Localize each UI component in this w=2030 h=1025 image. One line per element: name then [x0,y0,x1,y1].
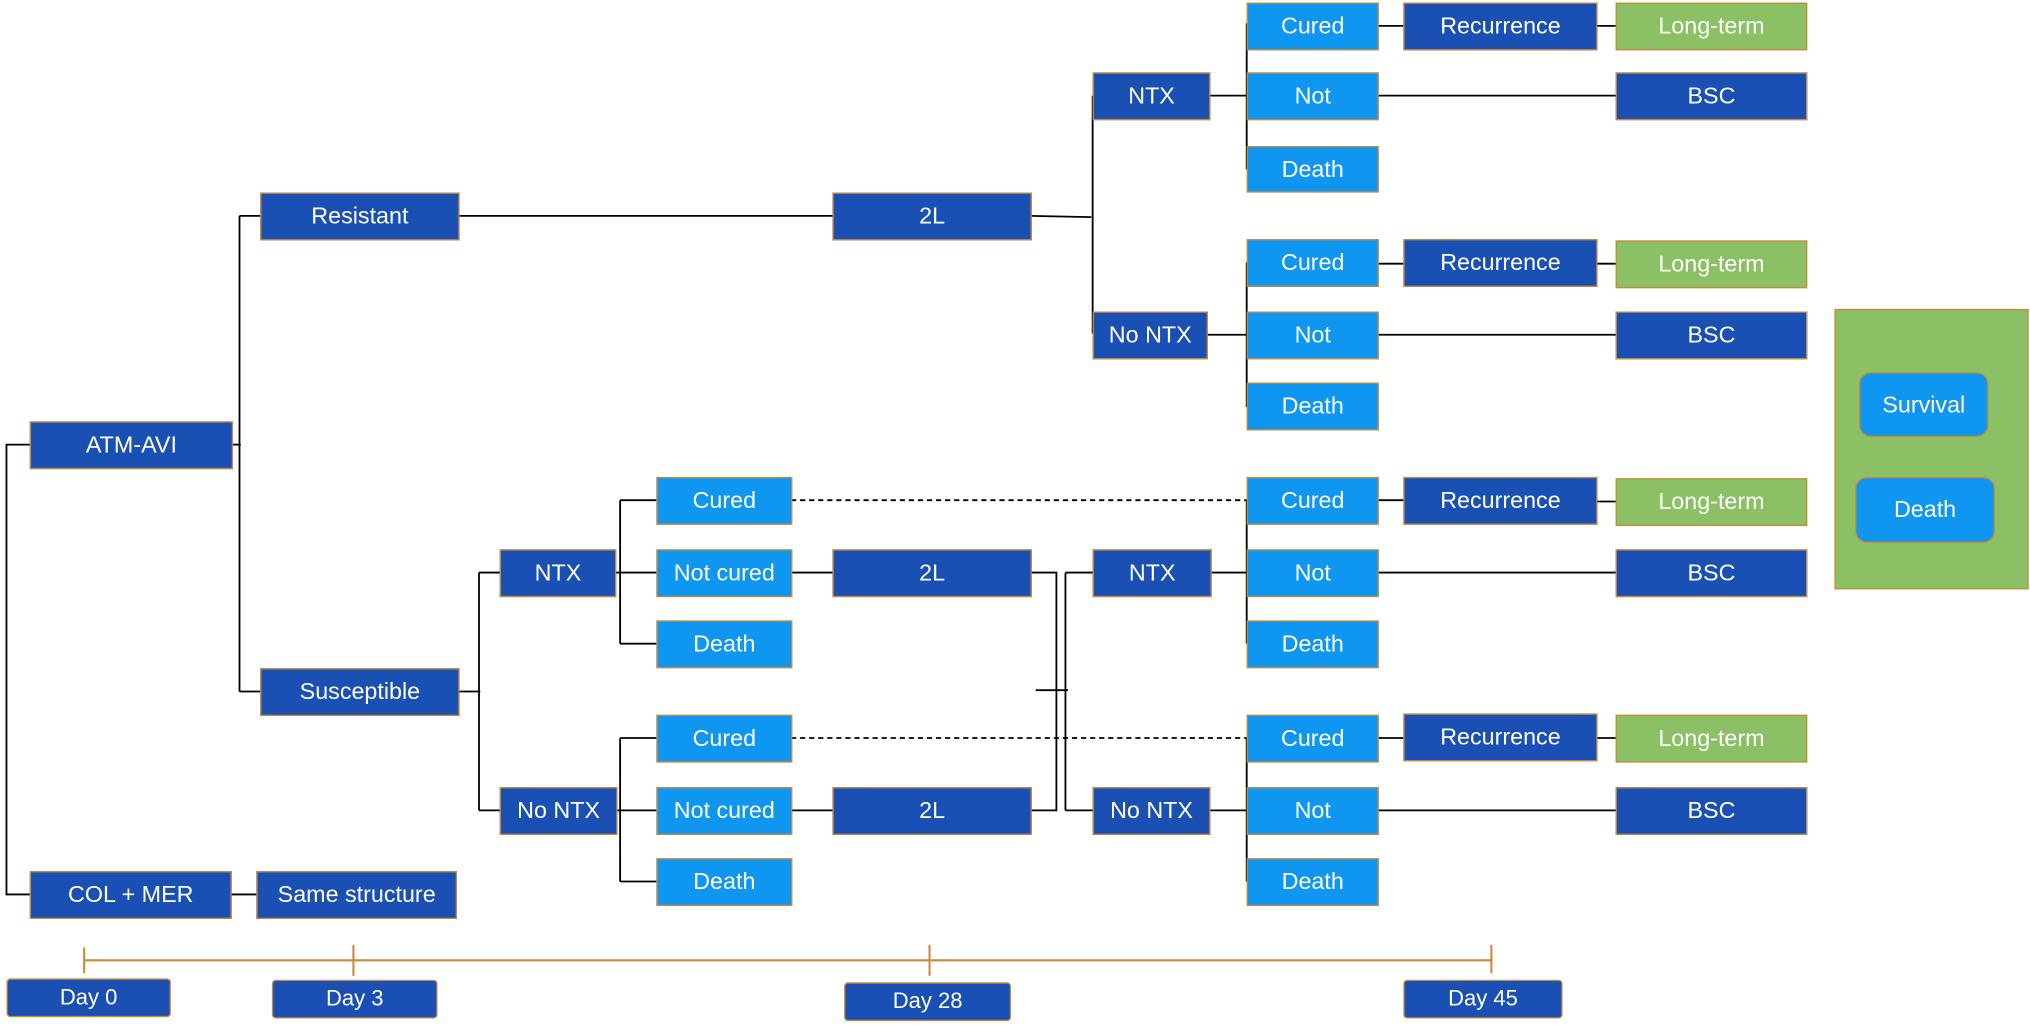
susceptible-ntx-not-cured-node: Not cured [656,549,793,598]
resistant-ntx-node: NTX [1092,72,1211,121]
second-line-ntx-not-node: Not [1246,549,1379,598]
second-line-ntx-cured-node: Cured [1246,476,1379,525]
resistant-2l-node: 2L [832,192,1032,241]
resistant-ntx-death-node: Death [1246,146,1379,193]
second-line-no-ntx-death-node: Death [1246,858,1379,907]
second-line-no-ntx-node: No NTX [1092,787,1211,835]
second-line-ntx-recurrence-node: Recurrence [1403,476,1598,525]
day-45-label: Day 45 [1403,979,1563,1019]
susceptible-no-ntx-death-node: Death [656,858,793,907]
same-structure-node: Same structure [256,871,457,919]
susceptible-ntx-death-node: Death [656,620,793,669]
second-line-ntx-long-term-node: Long-term [1615,478,1808,527]
second-line-ntx-death-node: Death [1246,620,1379,669]
susceptible-no-ntx-2l-node: 2L [832,787,1032,835]
resistant-no-ntx-recurrence-node: Recurrence [1403,239,1598,287]
resistant-no-ntx-bsc-node: BSC [1615,311,1808,360]
atm-avi-node: ATM-AVI [29,421,234,470]
resistant-ntx-bsc-node: BSC [1615,72,1808,121]
susceptible-ntx-2l-node: 2L [832,549,1032,598]
markov-survival-state: Survival [1859,372,1989,437]
resistant-node: Resistant [260,192,460,241]
susceptible-no-ntx-cured-node: Cured [656,714,793,763]
col-mer-node: COL + MER [29,871,232,919]
resistant-ntx-long-term-node: Long-term [1615,2,1808,51]
second-line-no-ntx-not-node: Not [1246,787,1379,835]
markov-model-panel [1834,308,2029,590]
second-line-no-ntx-recurrence-node: Recurrence [1403,713,1598,762]
resistant-no-ntx-not-node: Not [1246,311,1379,360]
day-0-label: Day 0 [6,978,171,1018]
day-28-label: Day 28 [844,982,1012,1022]
resistant-ntx-recurrence-node: Recurrence [1403,2,1598,51]
resistant-no-ntx-long-term-node: Long-term [1615,240,1808,289]
timeline-axis [83,944,1493,976]
second-line-ntx-bsc-node: BSC [1615,549,1808,598]
susceptible-ntx-node: NTX [499,549,617,598]
resistant-ntx-cured-node: Cured [1246,2,1379,51]
resistant-no-ntx-node: No NTX [1092,311,1208,360]
resistant-no-ntx-death-node: Death [1246,382,1379,431]
susceptible-no-ntx-not-cured-node: Not cured [656,787,793,835]
day-3-label: Day 3 [271,979,438,1019]
second-line-no-ntx-bsc-node: BSC [1615,787,1808,835]
resistant-ntx-not-node: Not [1246,72,1379,121]
susceptible-node: Susceptible [260,668,460,717]
second-line-no-ntx-long-term-node: Long-term [1615,714,1808,763]
resistant-no-ntx-cured-node: Cured [1246,239,1379,287]
markov-death-state: Death [1855,476,1995,543]
second-line-ntx-node: NTX [1092,549,1212,598]
susceptible-no-ntx-node: No NTX [499,787,618,835]
second-line-no-ntx-cured-node: Cured [1246,714,1379,763]
susceptible-ntx-cured-node: Cured [656,476,793,525]
